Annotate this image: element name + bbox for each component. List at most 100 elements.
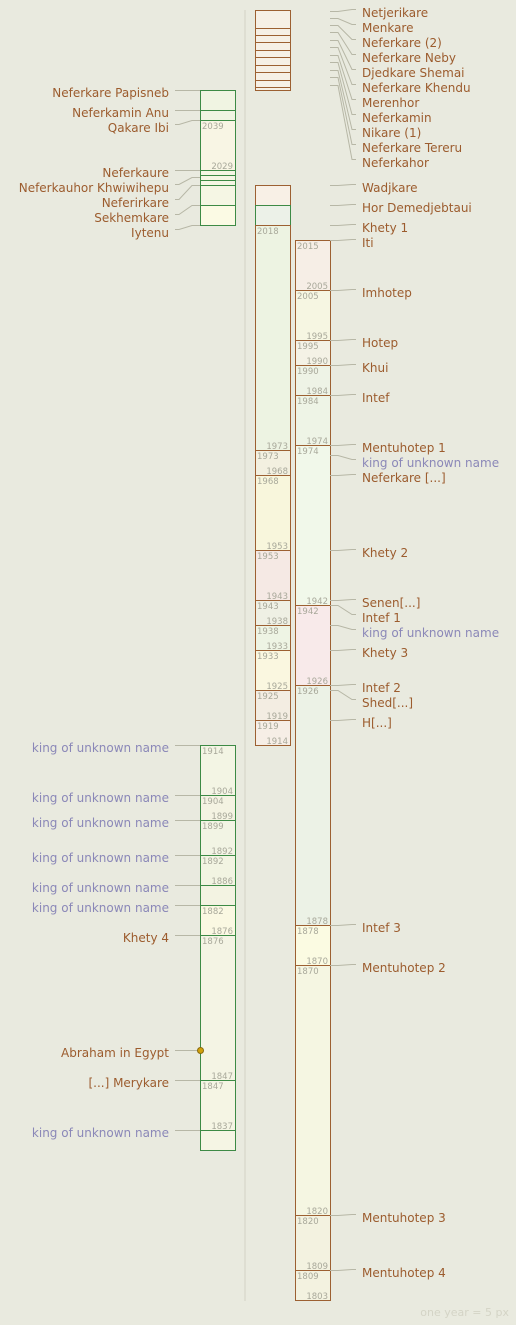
connector-line [330,649,356,651]
year-label: 1892 [202,857,224,867]
year-label: 1984 [297,397,319,407]
connector-line [330,599,356,601]
reign-block [200,90,236,111]
year-label: 1938 [266,617,288,627]
king-label-imhotep: Imhotep [362,286,412,300]
king-label-abraham-in-egypt: Abraham in Egypt [61,1046,169,1060]
reign-block [255,450,291,476]
king-label-senen-gap: Senen[...] [362,596,420,610]
king-label-unknown-2: king of unknown name [362,626,499,640]
connector-line [330,25,356,40]
connector-line [175,120,200,125]
king-label-intef-3: Intef 3 [362,921,401,935]
king-label-mentuhotep-3: Mentuhotep 3 [362,1211,446,1225]
king-label-intef-2: Intef 2 [362,681,401,695]
year-label: 1925 [257,692,279,702]
king-label-khety-2: Khety 2 [362,546,408,560]
year-label: 1933 [266,642,288,652]
king-label-mentuhotep-1: Mentuhotep 1 [362,441,446,455]
connector-line [330,224,356,226]
connector-line [330,474,356,476]
year-label: 1968 [266,467,288,477]
king-label-qakare-ibi: Qakare Ibi [108,121,169,135]
king-label-neferkare-2: Neferkare (2) [362,36,442,50]
reign-block [255,185,291,206]
king-label-h-gap: H[...] [362,716,392,730]
abraham-marker [197,1047,204,1054]
king-label-unknown-8: king of unknown name [32,901,169,915]
king-label-neferkauhor-khwiwihepu: Neferkauhor Khwiwihepu [19,181,169,195]
reign-block [255,690,291,721]
king-label-mentuhotep-4: Mentuhotep 4 [362,1266,446,1280]
reign-block [295,605,331,686]
connector-line [330,549,356,551]
year-label: 1870 [306,957,328,967]
reign-block [200,905,236,936]
king-label-neferkare-gap: Neferkare [...] [362,471,446,485]
year-label: 1995 [306,332,328,342]
king-label-mentuhotep-2: Mentuhotep 2 [362,961,446,975]
year-label: 1968 [257,477,279,487]
king-label-unknown-1: king of unknown name [362,456,499,470]
king-label-unknown-9: king of unknown name [32,1126,169,1140]
connector-line [330,184,356,186]
reign-block [255,225,291,451]
year-label: 1876 [202,937,224,947]
reign-block [255,205,291,226]
king-label-hotep: Hotep [362,336,398,350]
connector-line [330,9,356,12]
year-label: 1878 [306,917,328,927]
year-label: 1882 [202,907,224,917]
connector-line [330,47,356,85]
connector-line [330,289,356,291]
king-label-intef: Intef [362,391,390,405]
year-label: 1990 [297,367,319,377]
year-label: 1953 [257,552,279,562]
king-label-menkare: Menkare [362,21,414,35]
king-label-unknown-6: king of unknown name [32,851,169,865]
year-label: 1974 [306,437,328,447]
reign-block [295,685,331,926]
year-label: 1899 [211,812,233,822]
reign-block [255,650,291,691]
year-label: 1878 [297,927,319,937]
reign-block [255,625,291,651]
year-label: 1914 [202,747,224,757]
king-label-neferkaure: Neferkaure [102,166,169,180]
year-label: 2015 [297,242,319,252]
year-label: 1974 [297,447,319,457]
king-label-neferkahor: Neferkahor [362,156,429,170]
king-label-neferkare-khendu: Neferkare Khendu [362,81,471,95]
king-label-neferirkare: Neferirkare [102,196,169,210]
connector-line [330,444,356,446]
king-label-neferkare-tereru: Neferkare Tereru [362,141,462,155]
year-label: 1943 [266,592,288,602]
king-label-khui: Khui [362,361,388,375]
king-label-netjerikare: Netjerikare [362,6,428,20]
connector-line [330,1269,356,1271]
connector-line [330,1214,356,1216]
king-label-hor-demedjebtaui: Hor Demedjebtaui [362,201,472,215]
connector-line [330,394,356,396]
connector-line [330,690,356,700]
scale-note: one year = 5 px [420,1306,509,1319]
year-label: 1942 [297,607,319,617]
reign-block [295,1270,331,1301]
connector-line [330,85,356,160]
king-label-unknown-7: king of unknown name [32,881,169,895]
year-label: 2029 [211,162,233,172]
king-label-unknown-5: king of unknown name [32,816,169,830]
year-label: 1943 [257,602,279,612]
king-label-nikare-1: Nikare (1) [362,126,421,140]
year-label: 1847 [202,1082,224,1092]
king-label-unknown-4: king of unknown name [32,791,169,805]
connector-line [330,239,356,241]
connector-line [330,40,356,70]
connector-line [330,625,356,630]
year-label: 1953 [266,542,288,552]
king-label-sekhemkare: Sekhemkare [94,211,169,225]
year-label: 1973 [266,442,288,452]
year-label: 1876 [211,927,233,937]
reign-block [200,170,236,206]
connector-line [330,684,356,686]
